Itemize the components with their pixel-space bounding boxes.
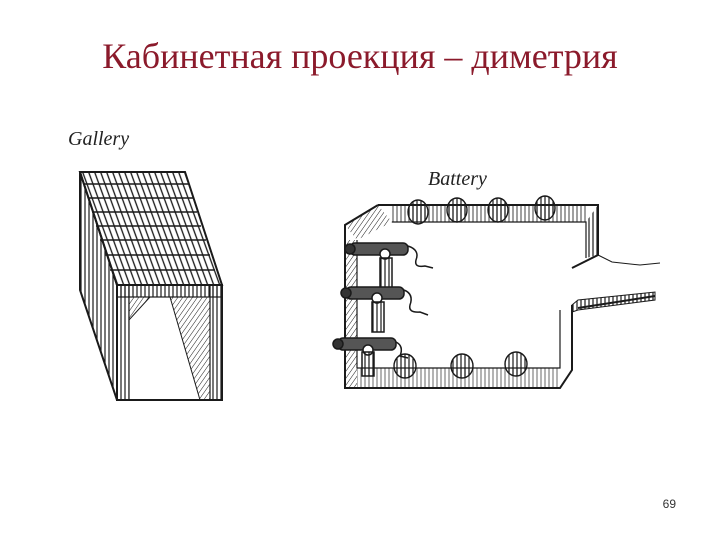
gallery-structure — [78, 171, 224, 401]
gabions-top — [407, 195, 556, 225]
slide-title: Кабинетная проекция – диметрия — [102, 36, 618, 76]
battery-structure — [332, 195, 661, 389]
gabions-bottom — [393, 351, 528, 379]
page-number: 69 — [662, 497, 676, 511]
gallery-label: Gallery — [68, 128, 130, 150]
battery-label: Battery — [428, 168, 487, 190]
cannons — [332, 242, 434, 377]
engraving-illustration — [78, 171, 661, 401]
